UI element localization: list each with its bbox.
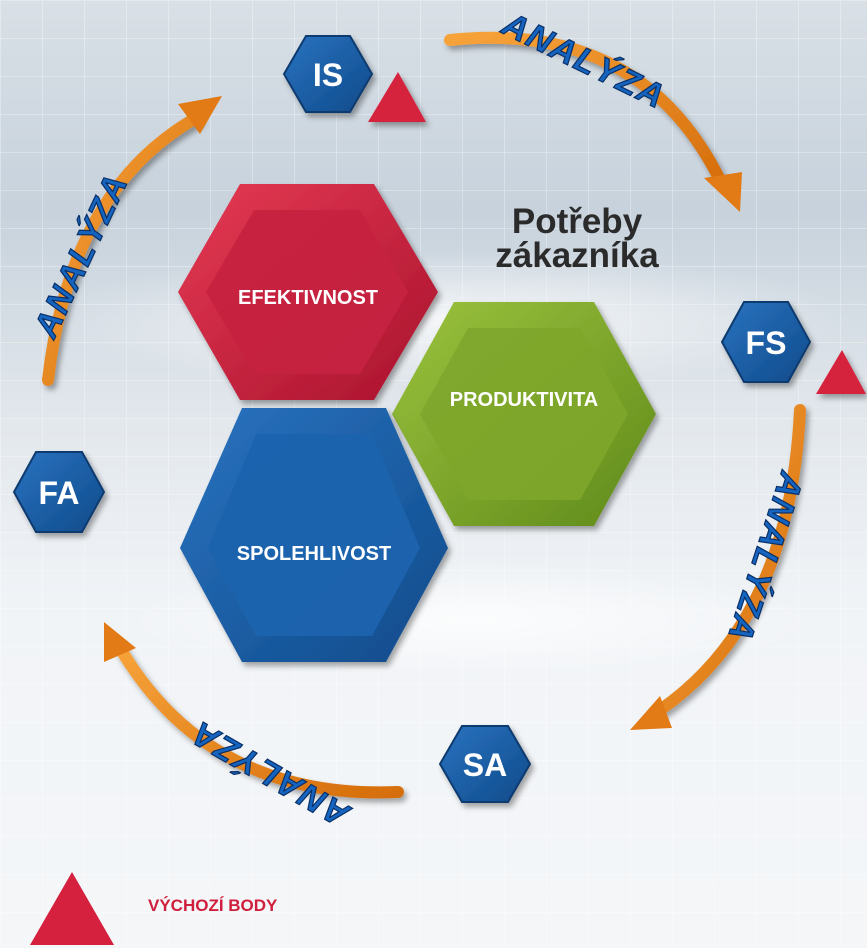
- start-point-marker-fs: [816, 350, 866, 394]
- hex-efficiency: EFEKTIVNOST: [178, 184, 438, 400]
- legend-label: VÝCHOZÍ BODY: [148, 896, 278, 915]
- legend-marker: [30, 872, 114, 945]
- arrow-label-left: ANALÝZA: [26, 167, 135, 344]
- hex-productivity: PRODUKTIVITA: [392, 302, 656, 526]
- node-fa: FA: [12, 451, 106, 533]
- arrow-top-right: [444, 31, 742, 212]
- arrow-label-right: ANALÝZA: [720, 467, 811, 647]
- node-is: IS: [282, 35, 426, 122]
- node-fs-label: FS: [746, 325, 787, 361]
- node-sa: SA: [438, 725, 532, 803]
- diagram-title: Potřeby zákazníka: [472, 202, 682, 275]
- hex-reliability: SPOLEHLIVOST: [180, 408, 448, 662]
- arrow-top-left: [42, 96, 222, 386]
- hex-reliability-label: SPOLEHLIVOST: [237, 543, 391, 565]
- hex-efficiency-label: EFEKTIVNOST: [238, 287, 378, 309]
- title-line-2: zákazníka: [495, 236, 659, 275]
- start-point-marker-is: [368, 72, 426, 122]
- node-is-label: IS: [313, 57, 343, 93]
- arrow-bottom-left: [104, 622, 404, 799]
- hex-productivity-label: PRODUKTIVITA: [450, 389, 599, 411]
- node-fa-label: FA: [39, 475, 80, 511]
- node-fs: FS: [720, 301, 866, 394]
- arrow-label-top: ANALÝZA: [496, 5, 672, 117]
- arrow-label-bottom: ANALÝZA: [184, 713, 357, 835]
- node-sa-label: SA: [463, 747, 507, 783]
- arrow-right: [630, 404, 806, 730]
- title-line-1: Potřeby: [511, 202, 643, 241]
